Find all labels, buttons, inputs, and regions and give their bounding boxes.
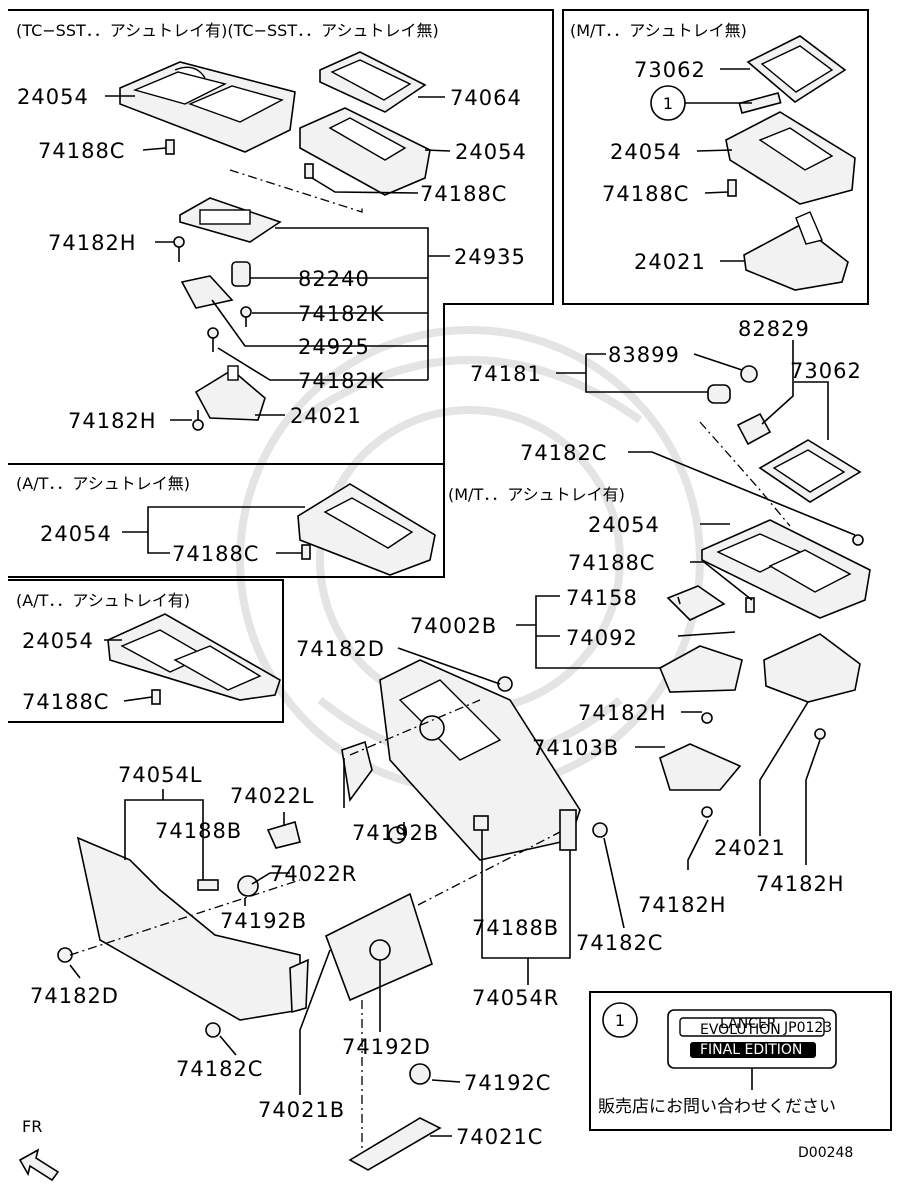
fr-arrow-icon <box>18 1148 60 1182</box>
badge-line-2: EVOLUTION <box>700 1022 781 1038</box>
label-74092: 74092 <box>566 626 638 650</box>
badge-code: JP0123 <box>783 1020 832 1036</box>
part-drawings-middle-right <box>658 365 871 818</box>
label-74182k: 74182K <box>298 302 385 326</box>
label-24021: 24021 <box>290 404 362 428</box>
label-24054: 24054 <box>455 140 527 164</box>
badge-line-1: LANCER <box>720 1016 777 1032</box>
leader-lines-top-left <box>105 95 451 421</box>
label-74182h: 74182H <box>756 872 845 896</box>
label-82829: 82829 <box>738 317 810 341</box>
label-74188b: 74188B <box>155 819 242 843</box>
label-74188c: 74188C <box>38 139 125 163</box>
leader-lines-at-sections <box>104 506 305 702</box>
legend-number: 1 <box>615 1011 625 1030</box>
part-drawings-top-right <box>725 35 856 291</box>
label-74021b: 74021B <box>258 1098 345 1122</box>
label-74188c: 74188C <box>22 690 109 714</box>
label-24925: 24925 <box>298 335 370 359</box>
legend-note: 販売店にお問い合わせください <box>598 1097 836 1117</box>
label-74188c: 74188C <box>568 551 655 575</box>
label-82240: 82240 <box>298 267 370 291</box>
label-74188c: 74188C <box>172 542 259 566</box>
badge-line-3: FINAL EDITION <box>700 1042 802 1058</box>
label-74181: 74181 <box>470 362 542 386</box>
label-74188c: 74188C <box>420 182 507 206</box>
label-74022r: 74022R <box>270 862 357 886</box>
label-74182h: 74182H <box>578 701 667 725</box>
label-83899: 83899 <box>608 343 680 367</box>
label-24021: 24021 <box>634 250 706 274</box>
section-label-at-without-ashtray: (A/T．．アシュトレイ無) <box>16 474 190 493</box>
diagram-code: D00248 <box>798 1145 853 1161</box>
part-labels: 24054 74064 74188C 24054 74188C 74182H 2… <box>17 58 862 1149</box>
label-73062: 73062 <box>634 58 706 82</box>
label-74182k: 74182K <box>298 369 385 393</box>
part-drawings-lower <box>57 659 608 1171</box>
label-24054: 24054 <box>610 140 682 164</box>
label-24054: 24054 <box>40 522 112 546</box>
section-label-tc-sst: (TC−SST．．アシュトレイ有)(TC−SST．．アシュトレイ無) <box>16 21 439 40</box>
callout-marker-top-right <box>650 85 686 121</box>
label-74188b: 74188B <box>472 916 559 940</box>
label-24054: 24054 <box>17 85 89 109</box>
label-24021: 24021 <box>714 836 786 860</box>
label-24935: 24935 <box>454 245 526 269</box>
leader-lines-middle-right <box>516 340 856 870</box>
label-73062: 73062 <box>790 359 862 383</box>
label-74022l: 74022L <box>230 784 315 808</box>
label-74002b: 74002B <box>410 614 497 638</box>
section-frames <box>8 9 892 1131</box>
label-74064: 74064 <box>450 86 522 110</box>
label-74021c: 74021C <box>456 1125 543 1149</box>
label-24054: 24054 <box>22 629 94 653</box>
section-label-at-with-ashtray: (A/T．．アシュトレイ有) <box>16 591 190 610</box>
section-label-mt-without-ashtray: (M/T．．アシュトレイ無) <box>570 21 747 40</box>
label-74182c: 74182C <box>520 441 607 465</box>
label-74182h: 74182H <box>68 409 157 433</box>
label-74182d: 74182D <box>30 984 119 1008</box>
label-74182c: 74182C <box>576 931 663 955</box>
label-74054l: 74054L <box>118 763 203 787</box>
callout-badge <box>602 85 837 1090</box>
label-74192b: 74192B <box>220 909 307 933</box>
direction-label: FR <box>22 1117 42 1136</box>
label-24054: 24054 <box>588 513 660 537</box>
label-74182h: 74182H <box>48 231 137 255</box>
label-74192b: 74192B <box>352 821 439 845</box>
callout-marker-legend <box>602 1002 638 1038</box>
label-74192d: 74192D <box>342 1035 431 1059</box>
label-74103b: 74103B <box>532 736 619 760</box>
label-74182h: 74182H <box>638 893 727 917</box>
label-74182c: 74182C <box>176 1057 263 1081</box>
label-74054r: 74054R <box>472 986 559 1010</box>
callout-number-top: 1 <box>663 94 673 113</box>
label-74158: 74158 <box>566 586 638 610</box>
leader-lines-lower <box>69 647 625 1137</box>
part-drawings-top-left <box>119 51 431 431</box>
label-74182d: 74182D <box>296 637 385 661</box>
section-label-mt-with-ashtray: (M/T．．アシュトレイ有) <box>448 485 625 504</box>
leader-lines-top-right <box>685 68 752 262</box>
part-drawings-at-sections <box>107 483 436 705</box>
label-74192c: 74192C <box>464 1071 551 1095</box>
label-74188c: 74188C <box>602 182 689 206</box>
